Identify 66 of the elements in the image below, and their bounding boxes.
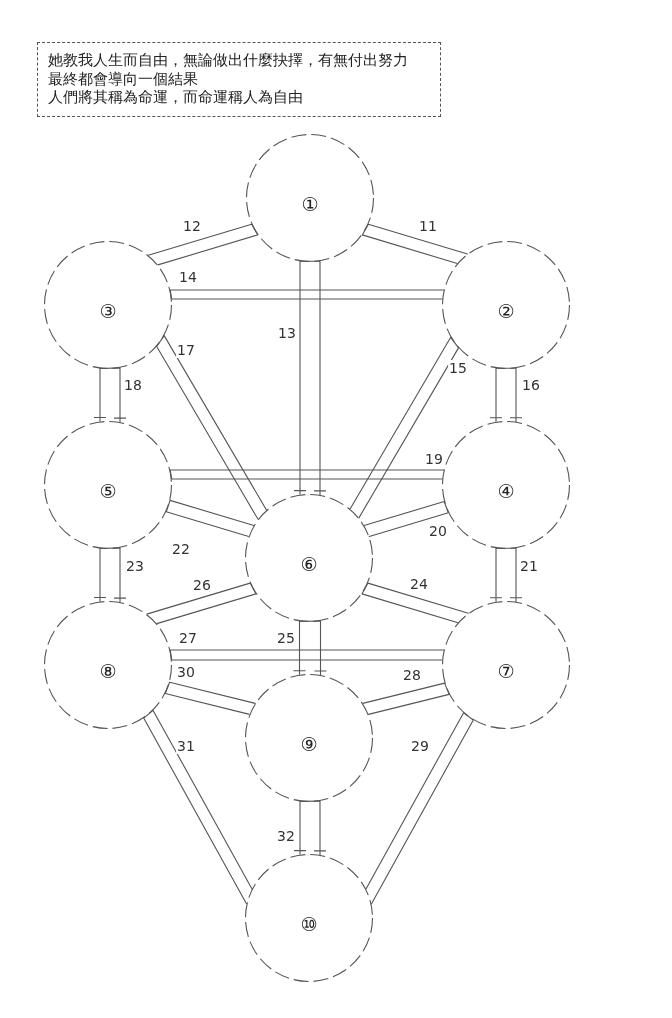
edge-label: 30 bbox=[176, 664, 196, 680]
edge-label: 19 bbox=[424, 451, 444, 467]
double-line bbox=[362, 682, 450, 715]
circled-number: ⑤ bbox=[99, 481, 117, 501]
edge-label: 16 bbox=[521, 377, 541, 393]
circled-number: ⑩ bbox=[300, 914, 318, 934]
edge-label: 32 bbox=[276, 828, 296, 844]
circled-number: ③ bbox=[99, 301, 117, 321]
edge-label: 23 bbox=[125, 558, 145, 574]
edge-label: 29 bbox=[410, 738, 430, 754]
double-line bbox=[165, 499, 255, 538]
double-line bbox=[164, 681, 256, 715]
circled-number: ⑦ bbox=[497, 661, 515, 681]
double-line bbox=[349, 336, 460, 519]
double-line bbox=[361, 223, 468, 265]
double-line bbox=[489, 367, 523, 423]
edge-label: 22 bbox=[171, 541, 191, 557]
circle-node bbox=[442, 601, 570, 729]
circled-number: ① bbox=[301, 194, 319, 214]
double-line bbox=[365, 712, 474, 905]
note-box bbox=[37, 42, 441, 117]
edge-label: 14 bbox=[178, 269, 198, 285]
text-line: 她教我人生而自由，無論做出什麼抉擇，有無付出努力 bbox=[48, 51, 408, 70]
text-line: 最終都會導向一個結果 bbox=[48, 69, 198, 88]
edge-label: 13 bbox=[277, 325, 297, 341]
double-line bbox=[169, 649, 445, 661]
double-line bbox=[143, 709, 253, 905]
double-line bbox=[147, 223, 259, 266]
text-line: 人們將其稱為命運，而命運稱人為自由 bbox=[48, 88, 303, 107]
double-line bbox=[169, 469, 445, 480]
circled-number: ④ bbox=[497, 481, 515, 501]
double-line bbox=[293, 260, 327, 496]
edge-label: 28 bbox=[402, 667, 422, 683]
double-line bbox=[361, 582, 469, 624]
circled-number: ⑨ bbox=[300, 734, 318, 754]
circle-node bbox=[245, 854, 373, 982]
circled-number: ⑧ bbox=[99, 661, 117, 681]
circled-number: ⑥ bbox=[300, 554, 318, 574]
circle-node bbox=[44, 601, 172, 729]
edge-label: 25 bbox=[276, 630, 296, 646]
edge-label: 12 bbox=[182, 218, 202, 234]
circle-node bbox=[44, 241, 172, 369]
double-line bbox=[146, 582, 257, 625]
edge-label: 31 bbox=[176, 738, 196, 754]
double-line bbox=[293, 800, 327, 856]
edge-label: 11 bbox=[418, 218, 438, 234]
circle-node bbox=[245, 674, 373, 802]
double-line bbox=[489, 547, 523, 603]
double-line bbox=[363, 500, 449, 538]
circled-number: ② bbox=[497, 301, 515, 321]
double-line bbox=[292, 620, 328, 676]
edge-label: 17 bbox=[176, 342, 196, 358]
double-line bbox=[93, 367, 127, 423]
circle-node bbox=[246, 134, 374, 262]
double-line bbox=[169, 289, 445, 300]
edge-label: 20 bbox=[428, 523, 448, 539]
circle-node bbox=[245, 494, 373, 622]
double-line bbox=[93, 547, 127, 603]
double-line bbox=[156, 335, 268, 520]
edge-label: 21 bbox=[519, 558, 539, 574]
edge-label: 27 bbox=[178, 630, 198, 646]
edge-label: 24 bbox=[409, 576, 429, 592]
edge-label: 15 bbox=[448, 360, 468, 376]
edge-label: 18 bbox=[123, 377, 143, 393]
circle-node bbox=[44, 421, 172, 549]
edge-label: 26 bbox=[192, 577, 212, 593]
